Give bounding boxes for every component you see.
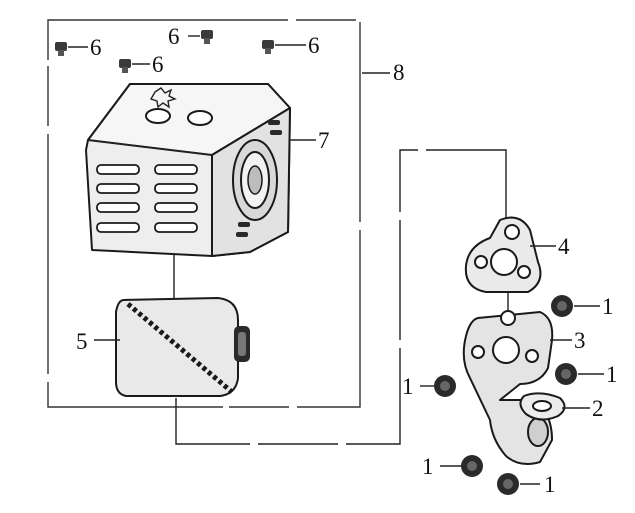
muffler-body-5 [115,297,250,397]
nut-icon [497,473,519,495]
assembly-connector-line [175,149,507,445]
nut-icon [551,295,573,317]
callout-1: 1 [422,454,434,479]
callout-1: 1 [602,294,614,319]
callout-7: 7 [318,128,330,153]
exhaust-flange-3 [462,310,554,465]
callout-6: 6 [152,52,164,77]
assembly-frame-8 [47,19,361,408]
nut-icon [555,363,577,385]
gasket-4 [464,216,542,293]
callout-6: 6 [168,24,180,49]
screw-icon [201,30,213,44]
callout-1: 1 [402,374,414,399]
muffler-cover-7 [85,83,291,257]
callout-1: 1 [606,362,618,387]
callout-5: 5 [76,329,88,354]
screw-icon [119,59,131,73]
screw-icon [55,42,67,56]
callout-1: 1 [544,472,556,497]
callout-6: 6 [308,33,320,58]
callout-2: 2 [592,396,604,421]
callout-4: 4 [558,234,570,259]
callout-8: 8 [393,60,405,85]
nut-icon [461,455,483,477]
leader-lines [68,35,604,485]
screw-icon [262,40,274,54]
small-gasket-2 [519,392,566,421]
callout-6: 6 [90,35,102,60]
nut-icon [434,375,456,397]
callout-3: 3 [574,328,586,353]
